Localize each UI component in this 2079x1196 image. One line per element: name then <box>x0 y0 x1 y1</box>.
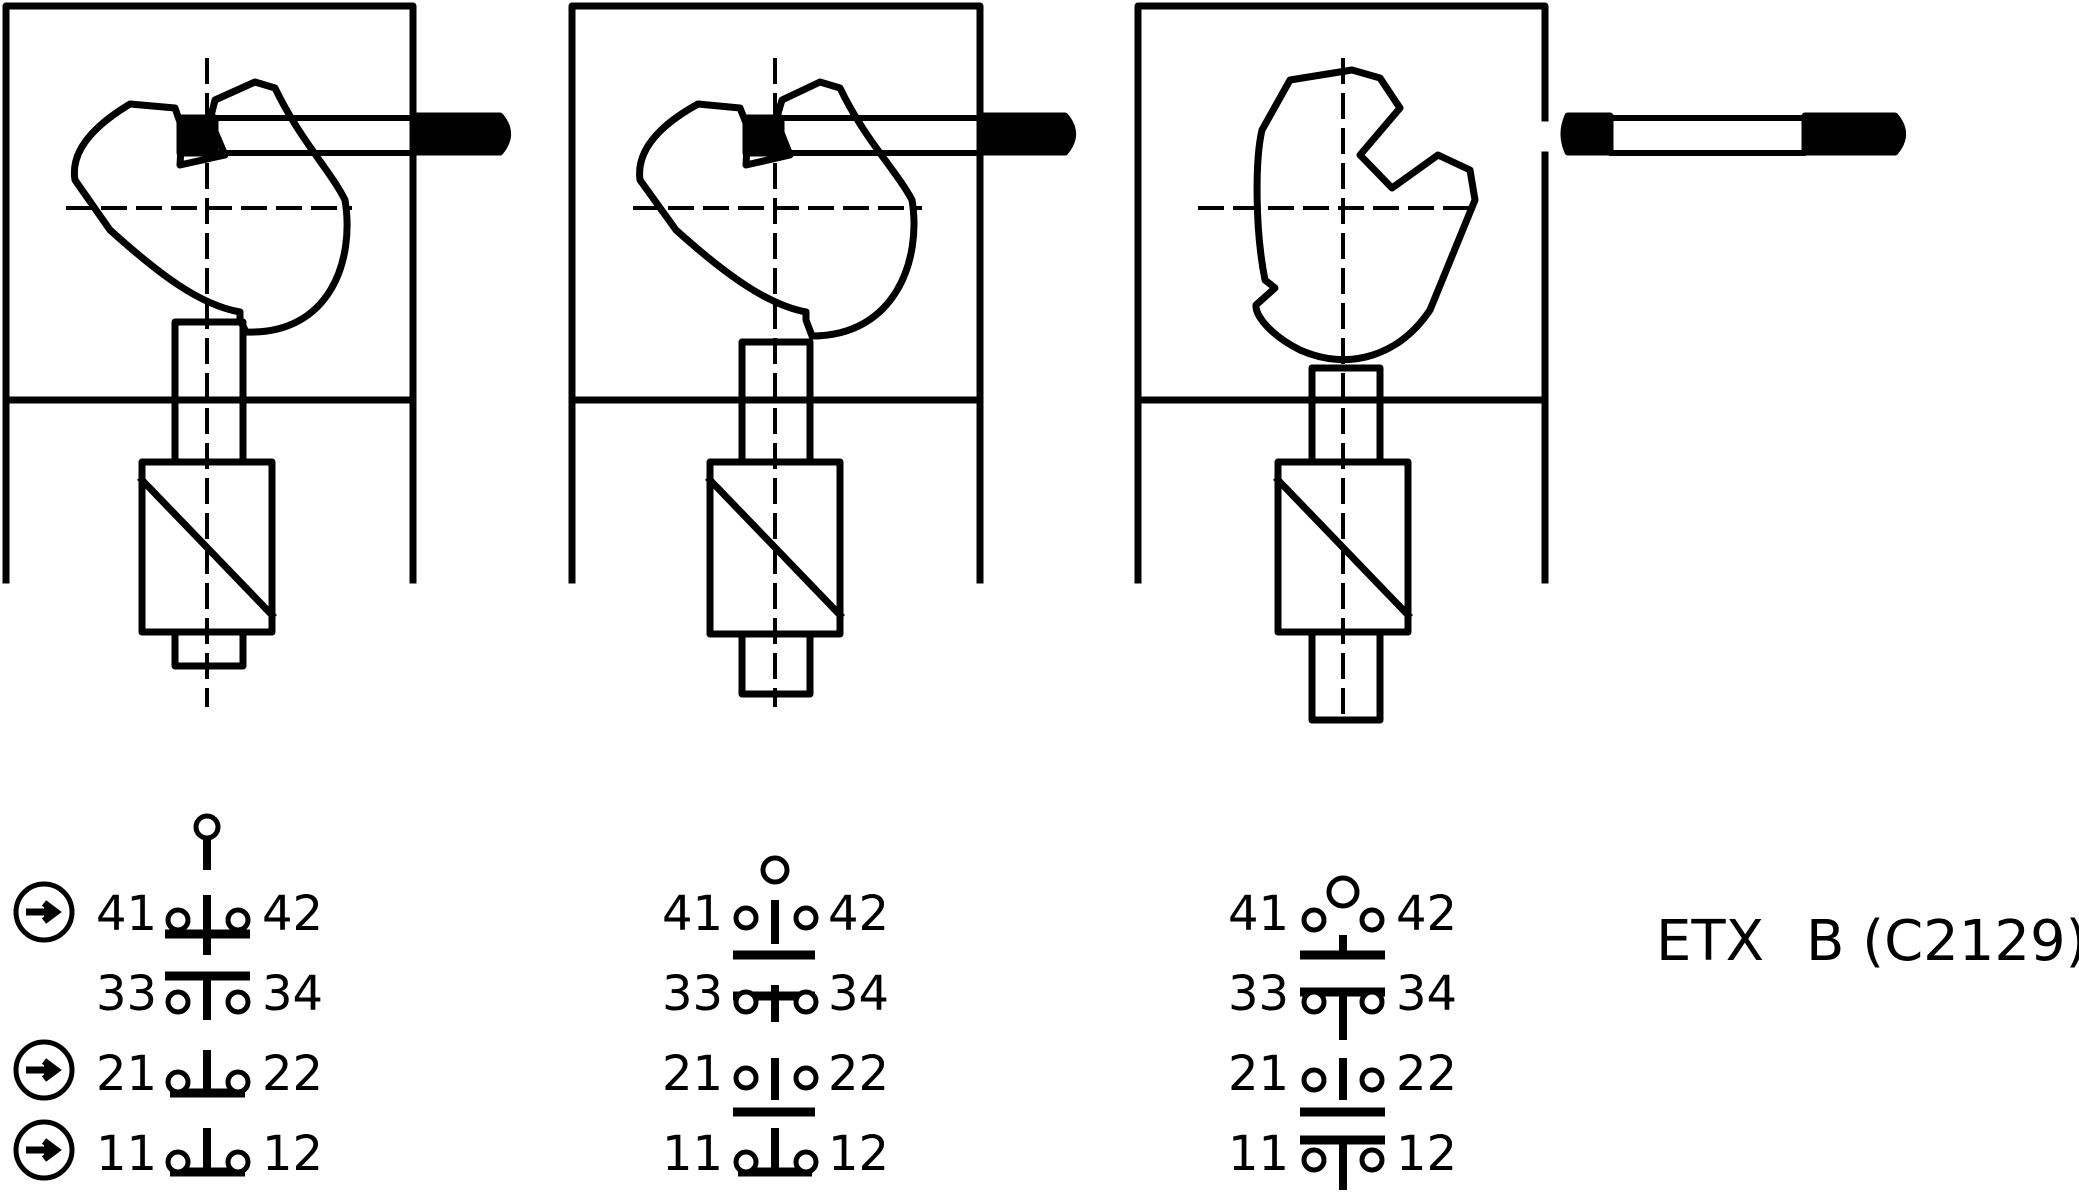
mechanism-position-1 <box>2 2 511 707</box>
terminal-41: 41 <box>662 886 723 942</box>
terminal-11: 11 <box>1228 1126 1289 1182</box>
terminal-41: 41 <box>96 886 157 942</box>
terminal-22: 22 <box>828 1046 889 1102</box>
terminal-21: 21 <box>1228 1046 1289 1102</box>
terminal-42: 42 <box>828 886 889 942</box>
force-arrow-icon <box>13 1119 75 1181</box>
contacts-position-3: 41 42 33 34 21 22 11 12 <box>1228 875 1457 1190</box>
terminal-33: 33 <box>1228 966 1289 1022</box>
terminal-34: 34 <box>828 966 889 1022</box>
terminal-12: 12 <box>828 1126 889 1182</box>
terminal-33: 33 <box>662 966 723 1022</box>
terminal-34: 34 <box>1396 966 1457 1022</box>
terminal-34: 34 <box>262 966 323 1022</box>
terminal-11: 11 <box>662 1126 723 1182</box>
terminal-33: 33 <box>96 966 157 1022</box>
terminal-12: 12 <box>1396 1126 1457 1182</box>
terminal-22: 22 <box>1396 1046 1457 1102</box>
contacts-position-1: 41 42 33 34 21 22 11 12 <box>13 813 323 1182</box>
product-code-variant: B (C2129) <box>1806 909 2079 974</box>
terminal-41: 41 <box>1228 886 1289 942</box>
mechanism-position-2 <box>568 2 1076 707</box>
terminal-circle-icon <box>1326 875 1360 909</box>
terminal-21: 21 <box>96 1046 157 1102</box>
force-arrow-icon <box>13 1039 75 1101</box>
terminal-circle-icon <box>760 855 790 885</box>
terminal-22: 22 <box>262 1046 323 1102</box>
terminal-42: 42 <box>1396 886 1457 942</box>
terminal-42: 42 <box>262 886 323 942</box>
terminal-circle-icon <box>193 813 221 841</box>
terminal-12: 12 <box>262 1126 323 1182</box>
mechanism-position-3 <box>1134 2 1906 727</box>
terminal-11: 11 <box>96 1126 157 1182</box>
product-code-series: ETX <box>1656 909 1764 974</box>
contacts-position-2: 41 42 33 34 21 22 11 12 <box>662 855 889 1182</box>
force-arrow-icon <box>13 881 75 943</box>
terminal-21: 21 <box>662 1046 723 1102</box>
